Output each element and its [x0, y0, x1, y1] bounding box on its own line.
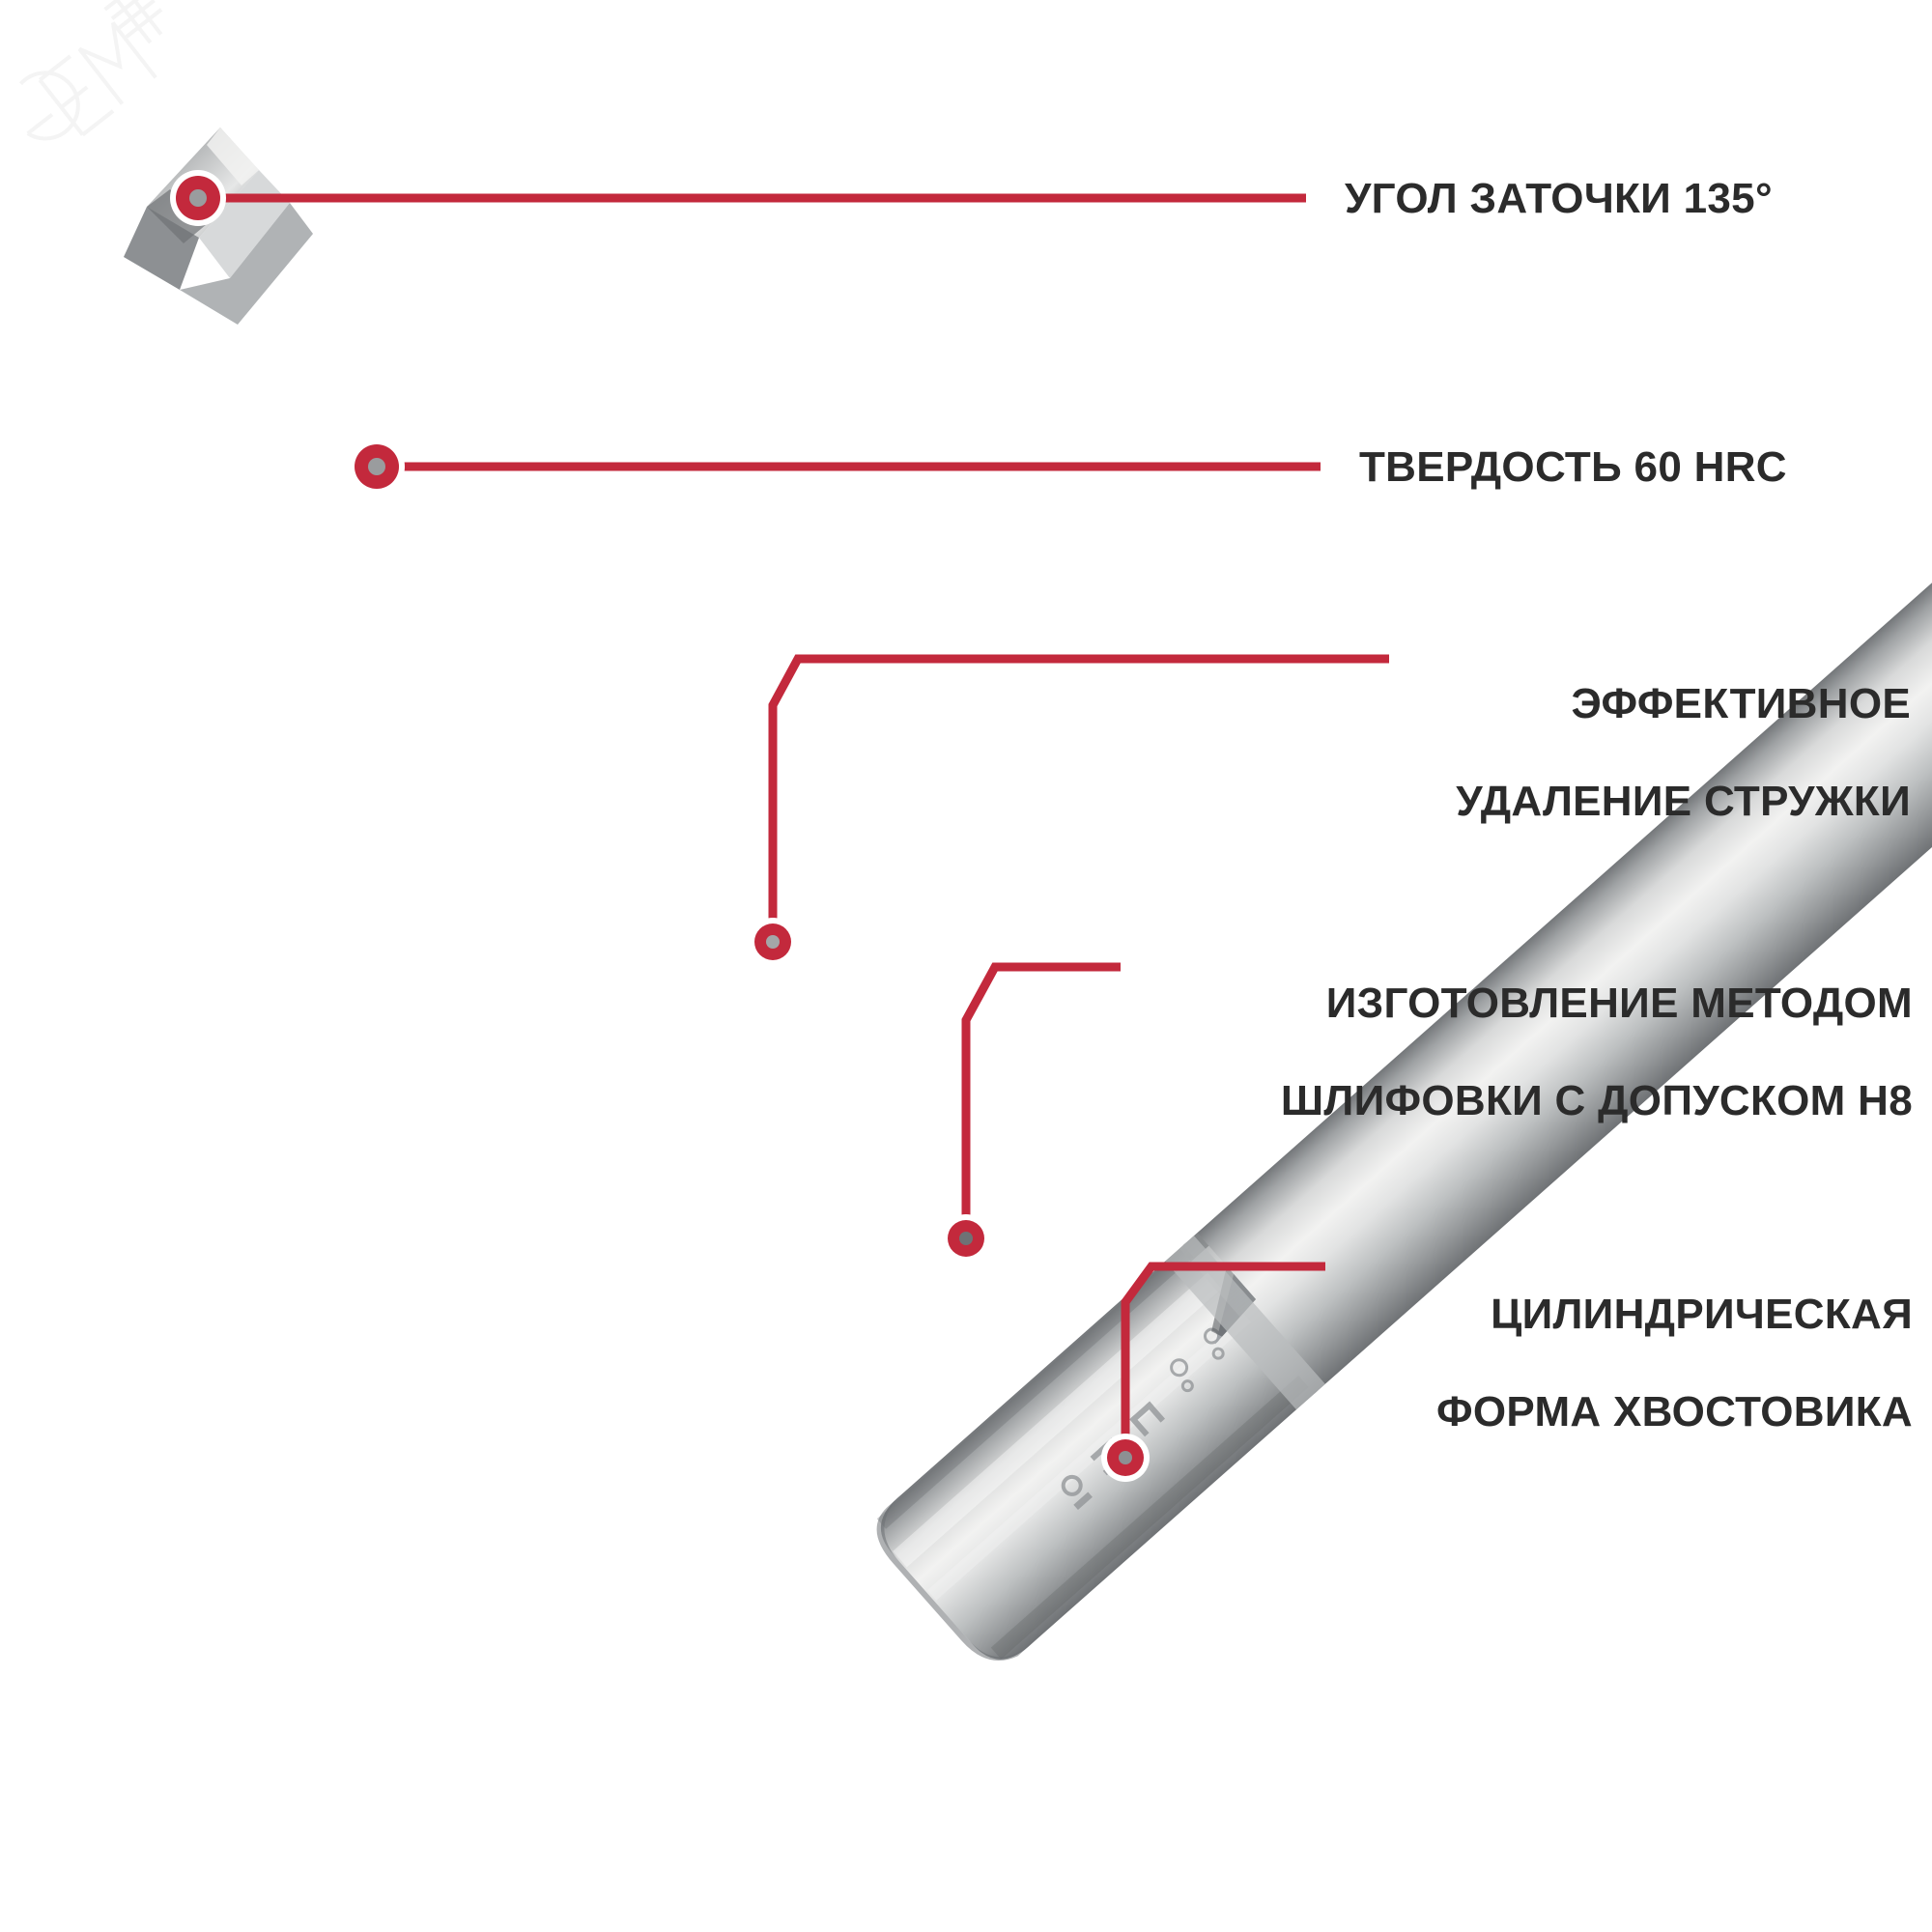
leader-line-cylindrical-shank — [1121, 1262, 1325, 1458]
callout-label-chip-removal-line2: УДАЛЕНИЕ СТРУЖКИ — [1456, 777, 1911, 825]
callout-markers — [170, 170, 1150, 1482]
callout-label-chip-removal: ЭФФЕКТИВНОЕ УДАЛЕНИЕ СТРУЖКИ — [1408, 631, 1911, 875]
marker-grind-angle — [170, 170, 226, 226]
callout-label-hardness: ТВЕРДОСТЬ 60 HRC — [1359, 443, 1787, 491]
callout-label-chip-removal-line1: ЭФФЕКТИВНОЕ — [1571, 679, 1911, 727]
callout-label-grinding-tolerance-line1: ИЗГОТОВЛЕНИЕ МЕТОДОМ — [1325, 979, 1913, 1027]
leader-line-grinding-tolerance — [961, 962, 1121, 1238]
leader-line-chip-removal — [768, 654, 1389, 942]
callout-label-cylindrical-shank-line1: ЦИЛИНДРИЧЕСКАЯ — [1491, 1290, 1913, 1338]
callout-label-cylindrical-shank-line2: ФОРМА ХВОСТОВИКА — [1436, 1387, 1913, 1435]
callout-label-grinding-tolerance: ИЗГОТОВЛЕНИЕ МЕТОДОМ ШЛИФОВКИ С ДОПУСКОМ… — [1140, 930, 1913, 1175]
callout-label-cylindrical-shank: ЦИЛИНДРИЧЕСКАЯ ФОРМА ХВОСТОВИКА — [1285, 1241, 1913, 1486]
callout-label-grind-angle: УГОЛ ЗАТОЧКИ 135° — [1345, 175, 1773, 222]
marker-chip-removal — [749, 918, 797, 966]
marker-hardness — [349, 439, 405, 495]
callout-label-grinding-tolerance-line2: ШЛИФОВКИ С ДОПУСКОМ H8 — [1280, 1076, 1913, 1124]
marker-cylindrical-shank — [1101, 1434, 1150, 1482]
marker-grinding-tolerance — [942, 1214, 990, 1263]
